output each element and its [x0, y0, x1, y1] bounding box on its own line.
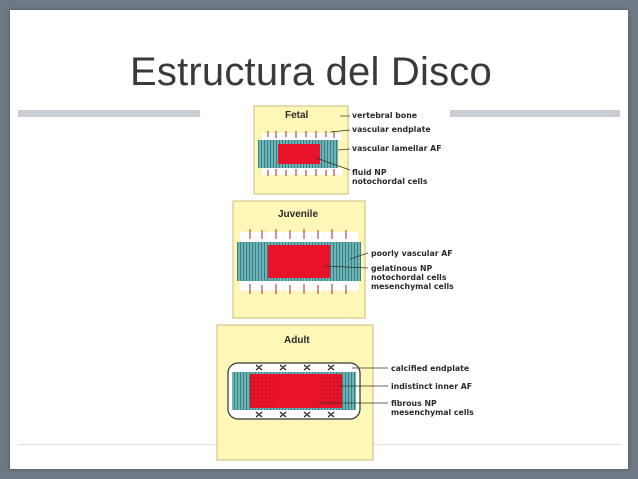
adult-label-mesenchymal-cells: mesenchymal cells: [391, 408, 474, 417]
panel-fetal: Fetal vertebral bone vascular endplate v…: [253, 105, 442, 195]
fetal-label-fluid-np: fluid NP: [352, 168, 387, 177]
fetal-leader-lines: [315, 115, 351, 171]
fetal-nucleus-pulposus: [278, 144, 320, 164]
fetal-vessels-lower: [267, 169, 335, 176]
juvenile-label-notochordal-cells: notochordal cells: [371, 273, 447, 282]
panel-juvenile: Juvenile poorly vascular AF gelatinous N…: [232, 200, 454, 319]
juvenile-title: Juvenile: [278, 209, 318, 220]
fetal-label-vertebral-bone: vertebral bone: [352, 111, 417, 120]
adult-endplate-marks: [255, 364, 335, 418]
slide-title: Estructura del Disco: [130, 50, 492, 94]
fetal-lower-endplate: [262, 168, 342, 175]
juvenile-label-mesenchymal-cells: mesenchymal cells: [371, 282, 454, 291]
juvenile-upper-endplate: [240, 232, 358, 242]
juvenile-nucleus-pulposus: [268, 245, 330, 278]
adult-label-indistinct-inner-af: indistinct inner AF: [391, 382, 472, 391]
juvenile-leader-lines: [323, 252, 369, 269]
title-rule-right: [450, 110, 620, 117]
adult-inner-af-fibers-right: [322, 376, 342, 406]
juvenile-label-gelatinous-np: gelatinous NP: [371, 264, 433, 273]
juvenile-label-poorly-vascular-af: poorly vascular AF: [371, 249, 453, 258]
fetal-title: Fetal: [285, 110, 309, 121]
fetal-label-vascular-endplate: vascular endplate: [352, 125, 431, 134]
fetal-label-notochordal-cells: notochordal cells: [352, 177, 428, 186]
fetal-upper-endplate: [262, 133, 342, 140]
fetal-label-vascular-lamellar-af: vascular lamellar AF: [352, 144, 442, 153]
juvenile-lower-endplate: [240, 281, 358, 291]
fetal-vessels-upper: [267, 131, 335, 138]
juvenile-vessels-lower: [249, 284, 347, 294]
adult-inner-af-fibers: [250, 376, 274, 406]
adult-label-fibrous-np: fibrous NP: [391, 399, 437, 408]
adult-leader-lines: [318, 367, 388, 404]
adult-label-calcified-endplate: calcified endplate: [391, 364, 469, 373]
juvenile-vessels-upper: [249, 229, 347, 239]
panel-adult: Adult calcified endplate indistinct inne…: [216, 324, 474, 461]
adult-title: Adult: [284, 335, 310, 346]
title-rule-left: [18, 110, 200, 117]
